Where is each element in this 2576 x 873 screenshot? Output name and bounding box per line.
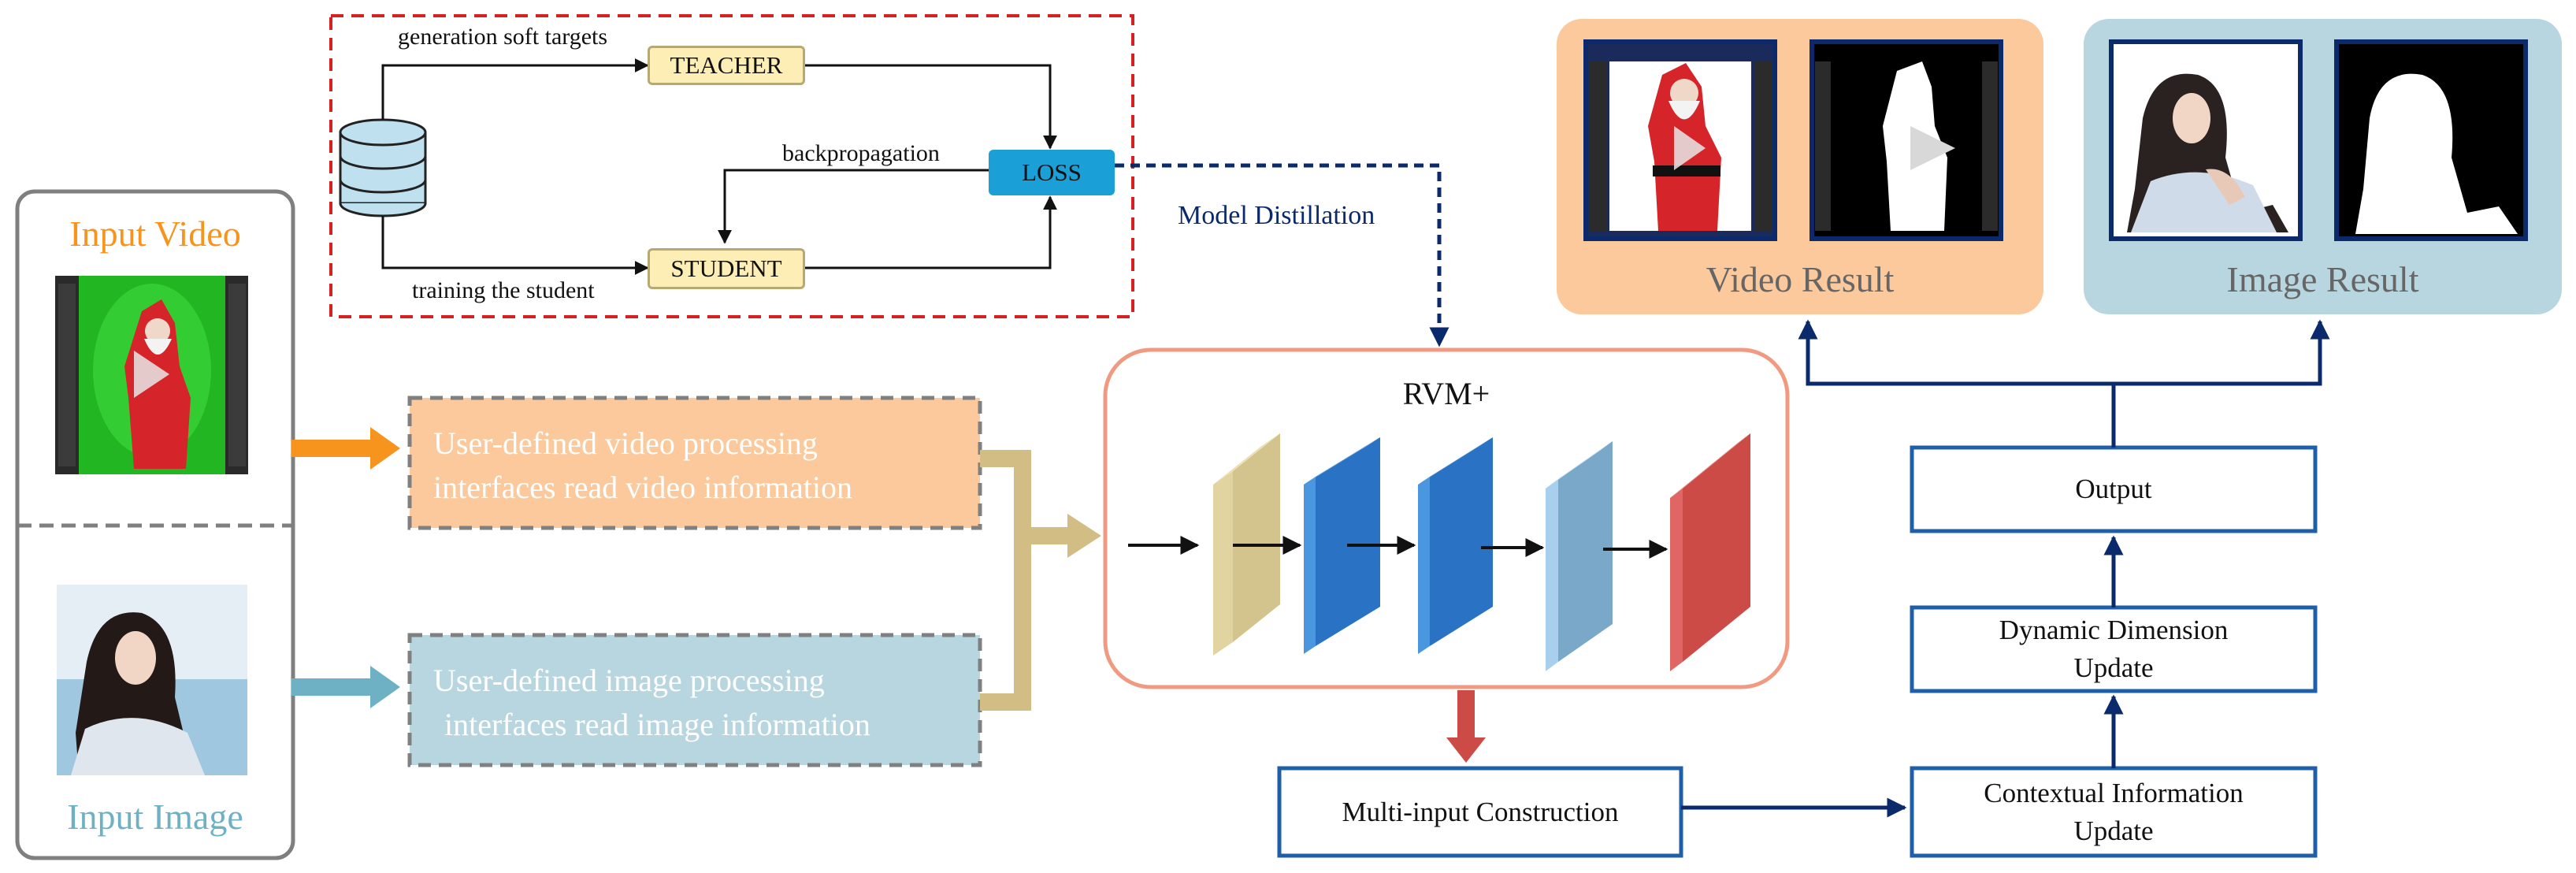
merge-connector (980, 450, 1101, 711)
input-image-title: Input Image (67, 797, 243, 837)
rvm-layer-arrows (1128, 536, 1668, 559)
database-icon (339, 118, 427, 217)
multi-input-label-wrap: Multi-input Construction (1279, 768, 1681, 856)
video-result-label: Video Result (1706, 259, 1895, 299)
backpropagation-label: backpropagation (782, 140, 940, 166)
student-label: STUDENT (670, 254, 782, 282)
output-label-wrap: Output (1912, 448, 2315, 531)
contextual-box (1910, 766, 2318, 858)
multi-input-box (1277, 766, 1683, 858)
multi-input-label: Multi-input Construction (1342, 796, 1619, 827)
contextual-label-wrap: Contextual Information Update (1912, 768, 2315, 856)
video-interface-box (407, 396, 982, 530)
loss-box: LOSS (989, 150, 1115, 195)
image-interface-line1: User-defined image processing (433, 663, 825, 698)
video-result-alpha (1810, 39, 2003, 241)
dynamic-label-line1: Dynamic Dimension (1999, 615, 2229, 645)
image-result-alpha (2334, 39, 2528, 241)
input-video-title: Input Video (69, 214, 241, 254)
video-interface-line2: interfaces read video information (433, 470, 852, 505)
training-label: training the student (412, 277, 595, 303)
image-input-arrow (291, 666, 400, 708)
video-result-original (1583, 39, 1777, 241)
contextual-label-line1: Contextual Information (1984, 777, 2244, 808)
video-interface-text: User-defined video processing interfaces… (433, 422, 852, 510)
generation-label: generation soft targets (398, 24, 608, 50)
image-interface-text: User-defined image processing interfaces… (433, 659, 870, 747)
dynamic-label-wrap: Dynamic Dimension Update (1912, 607, 2315, 691)
output-label: Output (2075, 474, 2152, 504)
image-interface-line2: interfaces read image information (444, 707, 870, 742)
rvm-down-arrow (1446, 690, 1486, 763)
rvm-title: RVM+ (1402, 376, 1490, 411)
input-image-thumbnail (57, 585, 247, 775)
student-box: STUDENT (648, 248, 805, 289)
teacher-box: TEACHER (648, 46, 805, 85)
contextual-label-line2: Update (2073, 815, 2154, 846)
rvm-layers (1213, 433, 1750, 671)
output-box (1910, 445, 2318, 533)
model-distillation-label: Model Distillation (1178, 201, 1375, 230)
dynamic-label-line2: Update (2073, 652, 2154, 683)
loss-label: LOSS (1022, 158, 1082, 186)
image-result-label: Image Result (2226, 259, 2419, 299)
image-interface-box (407, 633, 982, 767)
image-result-original (2109, 39, 2303, 241)
video-input-arrow (291, 427, 400, 470)
teacher-label: TEACHER (670, 51, 783, 79)
dynamic-box (1910, 605, 2318, 693)
video-interface-line1: User-defined video processing (433, 425, 818, 461)
input-video-thumbnail (55, 276, 248, 474)
